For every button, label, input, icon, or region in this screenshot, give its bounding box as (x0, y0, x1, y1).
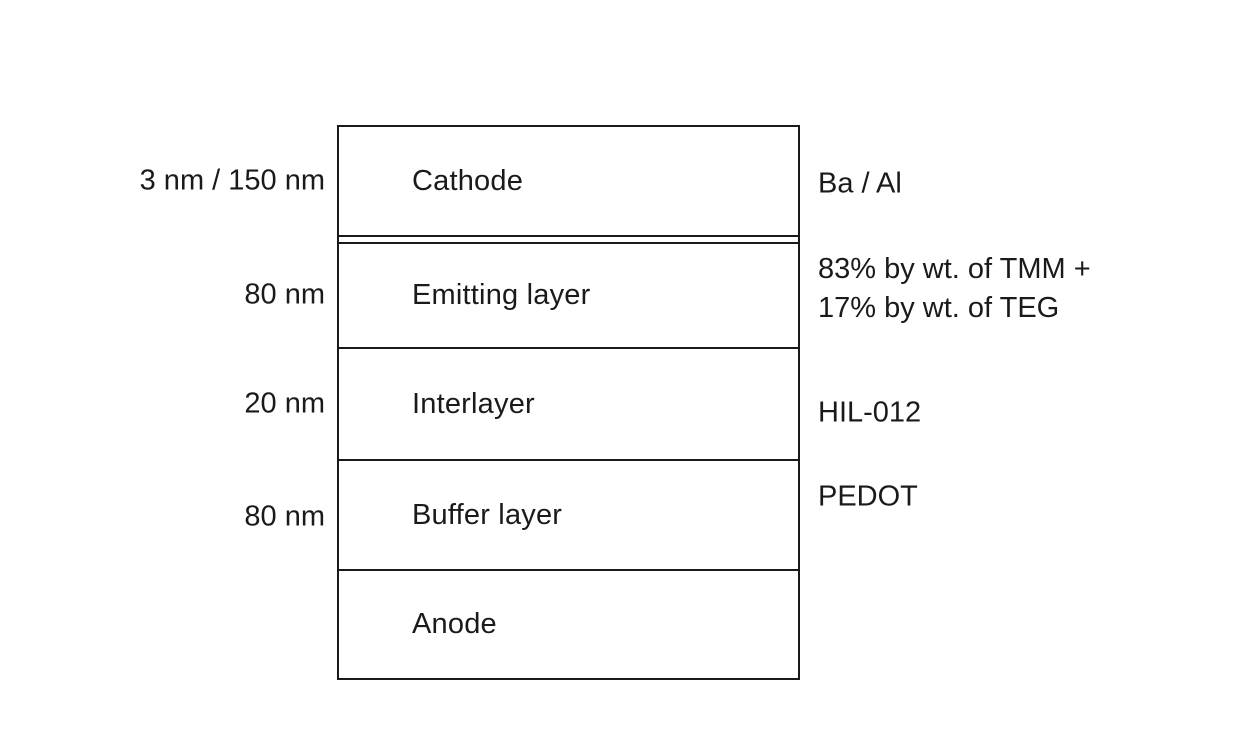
layer-anode: Anode (339, 571, 798, 678)
cathode-emitting-separator (339, 237, 798, 244)
device-stack: Cathode Emitting layer Interlayer Buffer… (337, 125, 800, 680)
thickness-label-cathode: 3 nm / 150 nm (139, 164, 325, 197)
layer-emitting: Emitting layer (339, 244, 798, 349)
material-label-interlayer: HIL-012 (818, 396, 922, 429)
layer-cathode: Cathode (339, 127, 798, 237)
layer-buffer: Buffer layer (339, 461, 798, 571)
thickness-label-interlayer: 20 nm (244, 387, 325, 420)
layer-label-emitting: Emitting layer (412, 279, 591, 311)
thickness-label-emitting: 80 nm (244, 278, 325, 311)
thickness-label-buffer: 80 nm (244, 500, 325, 533)
layer-label-anode: Anode (412, 608, 497, 640)
material-label-cathode: Ba / Al (818, 167, 902, 200)
layer-label-interlayer: Interlayer (412, 387, 535, 420)
layer-label-buffer: Buffer layer (412, 498, 563, 531)
material-label-emitting: 83% by wt. of TMM + 17% by wt. of TEG (818, 252, 1091, 324)
layer-interlayer: Interlayer (339, 349, 798, 461)
material-label-buffer: PEDOT (818, 480, 918, 513)
layer-label-cathode: Cathode (412, 164, 524, 197)
